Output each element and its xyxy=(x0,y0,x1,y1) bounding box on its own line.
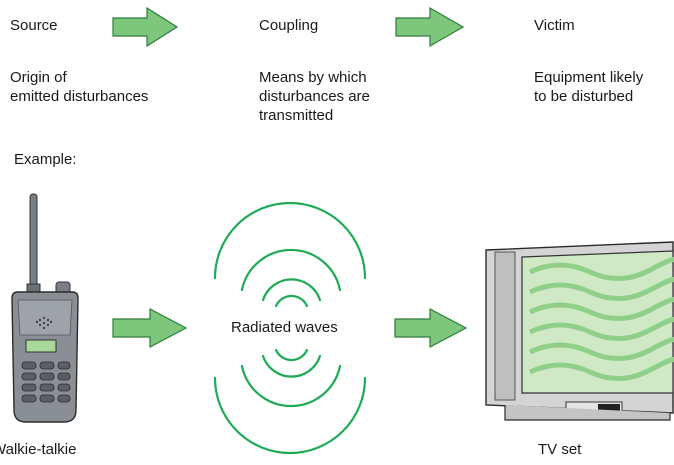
radiated-waves-label: Radiated waves xyxy=(231,319,338,336)
coupling-title: Coupling xyxy=(259,17,319,34)
arrow-right-icon xyxy=(112,308,188,348)
tv-set-icon xyxy=(485,241,674,421)
source-description: Origin of emitted disturbances xyxy=(10,68,148,106)
arrow-right-icon xyxy=(394,308,468,348)
victim-description: Equipment likely to be disturbed xyxy=(534,68,643,106)
source-desc-line: emitted disturbances xyxy=(10,88,149,105)
walkie-talkie-icon xyxy=(11,193,79,423)
example-label: Example: xyxy=(14,151,77,168)
coupling-desc-line: Means by which xyxy=(259,69,367,86)
victim-title: Victim xyxy=(534,17,575,34)
source-title: Source xyxy=(10,17,58,34)
victim-desc-line: Equipment likely xyxy=(534,69,644,86)
victim-desc-line: to be disturbed xyxy=(534,88,634,105)
tv-set-label: TV set xyxy=(538,441,582,458)
radio-waves-icon xyxy=(213,201,367,455)
coupling-description: Means by which disturbances are transmit… xyxy=(259,68,370,125)
source-desc-line: Origin of xyxy=(10,69,67,86)
arrow-right-icon xyxy=(112,6,179,48)
coupling-desc-line: transmitted xyxy=(259,107,334,124)
arrow-right-icon xyxy=(395,6,465,48)
walkie-talkie-label: Walkie-talkie xyxy=(0,441,77,458)
coupling-desc-line: disturbances are xyxy=(259,88,370,105)
